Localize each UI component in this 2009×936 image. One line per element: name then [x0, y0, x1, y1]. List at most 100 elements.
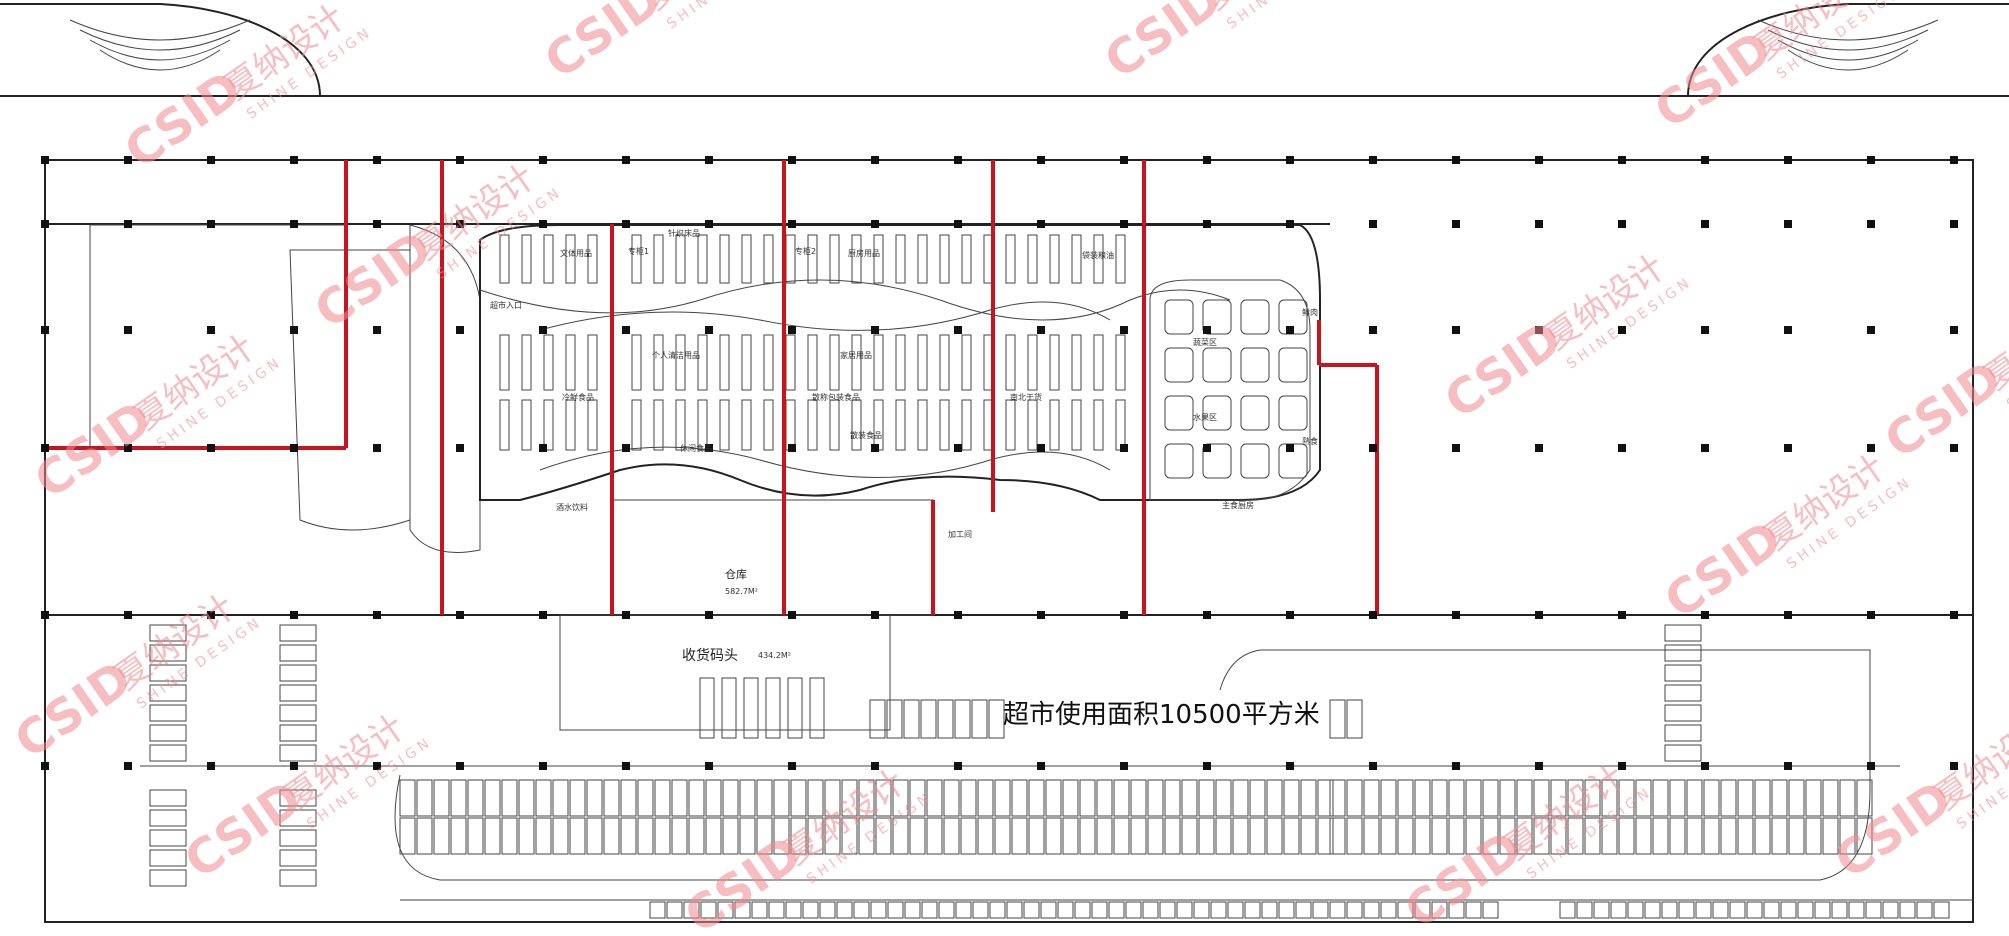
produce-table — [1164, 443, 1194, 479]
shelf-unit — [851, 234, 862, 284]
parking-stall — [1028, 817, 1045, 855]
column — [1120, 611, 1128, 619]
parking-stall — [1210, 901, 1227, 919]
parking-stall — [1482, 779, 1499, 817]
shelf-unit — [1027, 399, 1038, 451]
column — [1037, 762, 1045, 770]
parking-stall — [1414, 779, 1431, 817]
parking-stall — [1499, 817, 1516, 855]
shelf-unit — [829, 399, 840, 451]
column — [290, 762, 298, 770]
column — [871, 220, 879, 228]
parking-stall — [1091, 901, 1108, 919]
column — [954, 220, 962, 228]
label-grain-oil: 袋装粮油 — [1082, 250, 1114, 260]
parking-stall — [450, 779, 467, 817]
parking-stall — [943, 817, 960, 855]
parking-stall — [1329, 901, 1346, 919]
parking-stall — [1079, 779, 1096, 817]
column — [207, 762, 215, 770]
shelf-unit — [675, 334, 686, 391]
column — [41, 762, 49, 770]
column — [1286, 326, 1294, 334]
parking-stall — [671, 779, 688, 817]
parking-stall — [1261, 901, 1278, 919]
shelf-unit — [873, 334, 884, 391]
parking-stall — [149, 684, 187, 702]
parking-stall — [149, 829, 187, 847]
produce-table — [1278, 347, 1308, 383]
sales-floor-outline — [479, 224, 1321, 501]
parking-stall — [1678, 901, 1695, 919]
column — [954, 762, 962, 770]
parking-stall — [1215, 779, 1232, 817]
parking-stall — [620, 779, 637, 817]
column — [373, 444, 381, 452]
parking-stall — [921, 901, 938, 919]
column — [539, 444, 547, 452]
parking-stall — [971, 699, 988, 739]
column — [1701, 220, 1709, 228]
shelf-unit — [1115, 334, 1126, 391]
parking-stall — [955, 901, 972, 919]
shelf-unit — [697, 334, 708, 391]
column — [1867, 156, 1875, 164]
parking-stall — [1848, 901, 1865, 919]
label-vegetables: 蔬菜区 — [1193, 337, 1217, 347]
column — [456, 326, 464, 334]
shelf-unit — [1049, 399, 1060, 451]
parking-stall — [1045, 817, 1062, 855]
parking-stall — [484, 817, 501, 855]
parking-stall — [279, 744, 317, 762]
structural-columns — [41, 156, 1958, 770]
parking-stall — [149, 809, 187, 827]
parking-stall — [1567, 817, 1584, 855]
parking-stall — [1593, 901, 1610, 919]
parking-stall — [824, 779, 841, 817]
parking-stall — [1788, 817, 1805, 855]
produce-table — [1240, 299, 1270, 335]
column — [41, 156, 49, 164]
column — [871, 326, 879, 334]
shelf-unit — [829, 234, 840, 284]
parking-stall — [416, 779, 433, 817]
parking-stall — [739, 817, 756, 855]
shelf-unit — [785, 399, 796, 451]
parking-stall — [1011, 817, 1028, 855]
label-snacks: 休闲食品 — [680, 443, 712, 453]
parking-stall — [1797, 901, 1814, 919]
parking-stall — [1695, 901, 1712, 919]
column — [1369, 326, 1377, 334]
parking-stall — [1363, 817, 1380, 855]
parking-stall — [279, 644, 317, 662]
parking-stall — [1181, 779, 1198, 817]
column — [1120, 444, 1128, 452]
dock-bay — [699, 677, 715, 739]
label-beverages: 酒水饮料 — [556, 502, 588, 512]
parking-stall — [1108, 901, 1125, 919]
column — [290, 220, 298, 228]
label-stationery: 文体用品 — [560, 248, 592, 258]
parking-stall — [1006, 901, 1023, 919]
watermark-logo-text: CSID — [535, 0, 672, 90]
column — [1037, 444, 1045, 452]
shelf-unit — [565, 334, 576, 391]
parking-stall — [654, 817, 671, 855]
shelf-unit — [895, 234, 906, 284]
parking-stall — [768, 901, 785, 919]
column — [1452, 326, 1460, 334]
column — [954, 611, 962, 619]
column — [705, 326, 713, 334]
column — [1120, 220, 1128, 228]
shelf-unit — [917, 334, 928, 391]
label-textiles: 针织床品 — [668, 228, 700, 238]
parking-stall — [279, 829, 317, 847]
shelf-unit — [697, 399, 708, 451]
parking-stall — [1130, 779, 1147, 817]
parking-stall — [1933, 901, 1950, 919]
